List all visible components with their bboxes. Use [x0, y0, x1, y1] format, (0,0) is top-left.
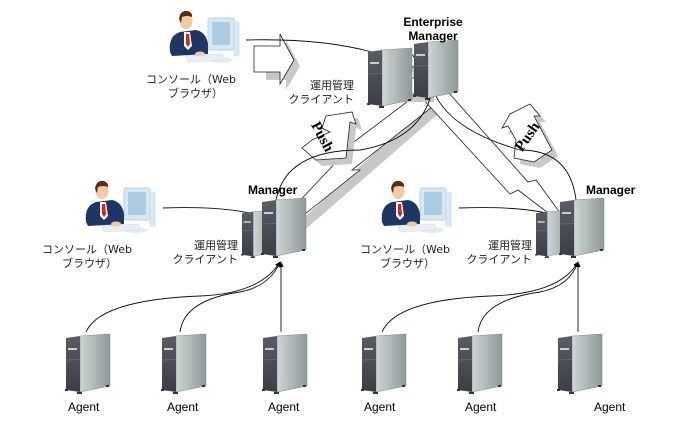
- client-label-right-line1: 運用管理: [488, 239, 532, 252]
- client-label-left-line2: クライアント: [172, 253, 238, 266]
- manager-label-left: Manager: [248, 183, 298, 197]
- client-label-top: 運用管理 クライアント: [288, 79, 354, 107]
- push-arrow-left-shadow: [295, 100, 445, 234]
- agent-server-5: [456, 333, 503, 395]
- enterprise-manager-label-line1: Enterprise: [403, 15, 463, 29]
- client-label-right: 運用管理 クライアント: [464, 239, 532, 267]
- connector-lines: [85, 39, 581, 333]
- agent-label-3: Agent: [268, 400, 300, 414]
- console-label-left-line2: ブラウザ）: [62, 257, 117, 270]
- enterprise-manager-label: Enterprise Manager: [400, 15, 466, 43]
- console-user-icon-top: [169, 10, 240, 64]
- manager-server-left: [260, 197, 307, 259]
- console-label-left: コンソール（Web ブラウザ）: [42, 243, 132, 271]
- console-label-top-line2: ブラウザ）: [168, 87, 223, 100]
- agent-server-1: [64, 333, 111, 395]
- console-to-client-arrow-top: [253, 33, 300, 90]
- console-label-right-line1: コンソール（Web: [360, 243, 450, 256]
- console-user-icon-right: [381, 180, 452, 234]
- agent-server-2: [160, 333, 207, 395]
- console-label-right-line2: ブラウザ）: [380, 257, 435, 270]
- client-label-left-line1: 運用管理: [194, 239, 238, 252]
- client-label-top-line2: クライアント: [288, 93, 354, 106]
- enterprise-manager-server: [412, 39, 459, 101]
- agent-label-4: Agent: [364, 400, 396, 414]
- console-label-top-line1: コンソール（Web: [146, 73, 236, 86]
- client-server-top: [366, 47, 413, 109]
- agent-server-4: [360, 333, 407, 395]
- agent-label-6: Agent: [594, 400, 626, 414]
- agent-label-5: Agent: [465, 400, 497, 414]
- enterprise-manager-label-line2: Manager: [408, 29, 458, 43]
- console-user-icon-left: [85, 180, 156, 234]
- manager-label-right: Manager: [586, 183, 636, 197]
- client-label-right-line2: クライアント: [466, 253, 532, 266]
- agent-server-3: [261, 333, 308, 395]
- manager-server-right: [558, 197, 605, 259]
- console-label-right: コンソール（Web ブラウザ）: [360, 243, 450, 271]
- console-label-left-line1: コンソール（Web: [42, 243, 132, 256]
- console-label-top: コンソール（Web ブラウザ）: [146, 73, 236, 101]
- client-label-left: 運用管理 クライアント: [170, 239, 238, 267]
- agent-label-1: Agent: [68, 400, 100, 414]
- agent-server-6: [556, 333, 603, 395]
- client-label-top-line1: 運用管理: [310, 79, 354, 92]
- push-arrow-right: [501, 103, 558, 168]
- agent-label-2: Agent: [167, 400, 199, 414]
